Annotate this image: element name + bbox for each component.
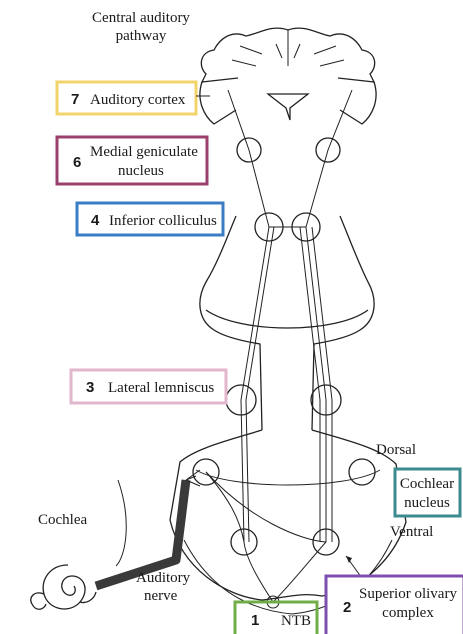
diagram-title-line-2: pathway xyxy=(116,28,167,44)
ntb-label: NTB xyxy=(281,613,311,629)
callout-number-2: 2 xyxy=(343,599,351,616)
fibre-tracts xyxy=(206,90,352,602)
callout-number-4: 4 xyxy=(91,212,100,229)
inferior-colliculus-label: Inferior colliculus xyxy=(109,213,217,229)
callout-superior-olivary: 2 Superior olivary complex xyxy=(326,576,463,634)
auditory-nerve-label-line-2: nerve xyxy=(144,588,178,604)
callout-cochlear-nucleus: Cochlear nucleus xyxy=(395,469,460,516)
callout-number-1: 1 xyxy=(251,612,259,629)
callout-lateral-lemniscus: 3 Lateral lemniscus xyxy=(71,370,226,403)
olive-pointer-arrowhead xyxy=(346,556,352,563)
callout-number-6: 6 xyxy=(73,154,81,171)
medial-geniculate-label-line-1: Medial geniculate xyxy=(90,144,198,160)
auditory-cortex-label: Auditory cortex xyxy=(90,92,186,108)
diagram-title-line-1: Central auditory xyxy=(92,10,190,26)
callout-number-3: 3 xyxy=(86,379,94,396)
cochlear-nucleus-label-line-1: Cochlear xyxy=(400,476,454,492)
lateral-lemniscus-label: Lateral lemniscus xyxy=(108,380,214,396)
callout-auditory-cortex: 7 Auditory cortex xyxy=(57,82,196,114)
callout-number-7: 7 xyxy=(71,91,79,108)
nerve-lead-line xyxy=(116,480,126,566)
cerebrum-outline xyxy=(200,28,376,124)
callout-inferior-colliculus: 4 Inferior colliculus xyxy=(77,203,223,235)
brainstem-outline xyxy=(170,216,406,614)
superior-olivary-label-line-1: Superior olivary xyxy=(359,586,457,602)
ventral-label: Ventral xyxy=(390,524,433,540)
superior-olivary-label-line-2: complex xyxy=(382,605,434,621)
cochlear-nucleus-right xyxy=(349,459,375,485)
callout-medial-geniculate: 6 Medial geniculate nucleus xyxy=(57,137,207,184)
cochlea xyxy=(31,565,96,609)
dorsal-label: Dorsal xyxy=(376,442,416,458)
medial-geniculate-label-line-2: nucleus xyxy=(118,163,164,179)
auditory-nerve-label-line-1: Auditory xyxy=(136,570,191,586)
cochlea-label: Cochlea xyxy=(38,512,87,528)
cochlear-nucleus-label-line-2: nucleus xyxy=(404,495,450,511)
